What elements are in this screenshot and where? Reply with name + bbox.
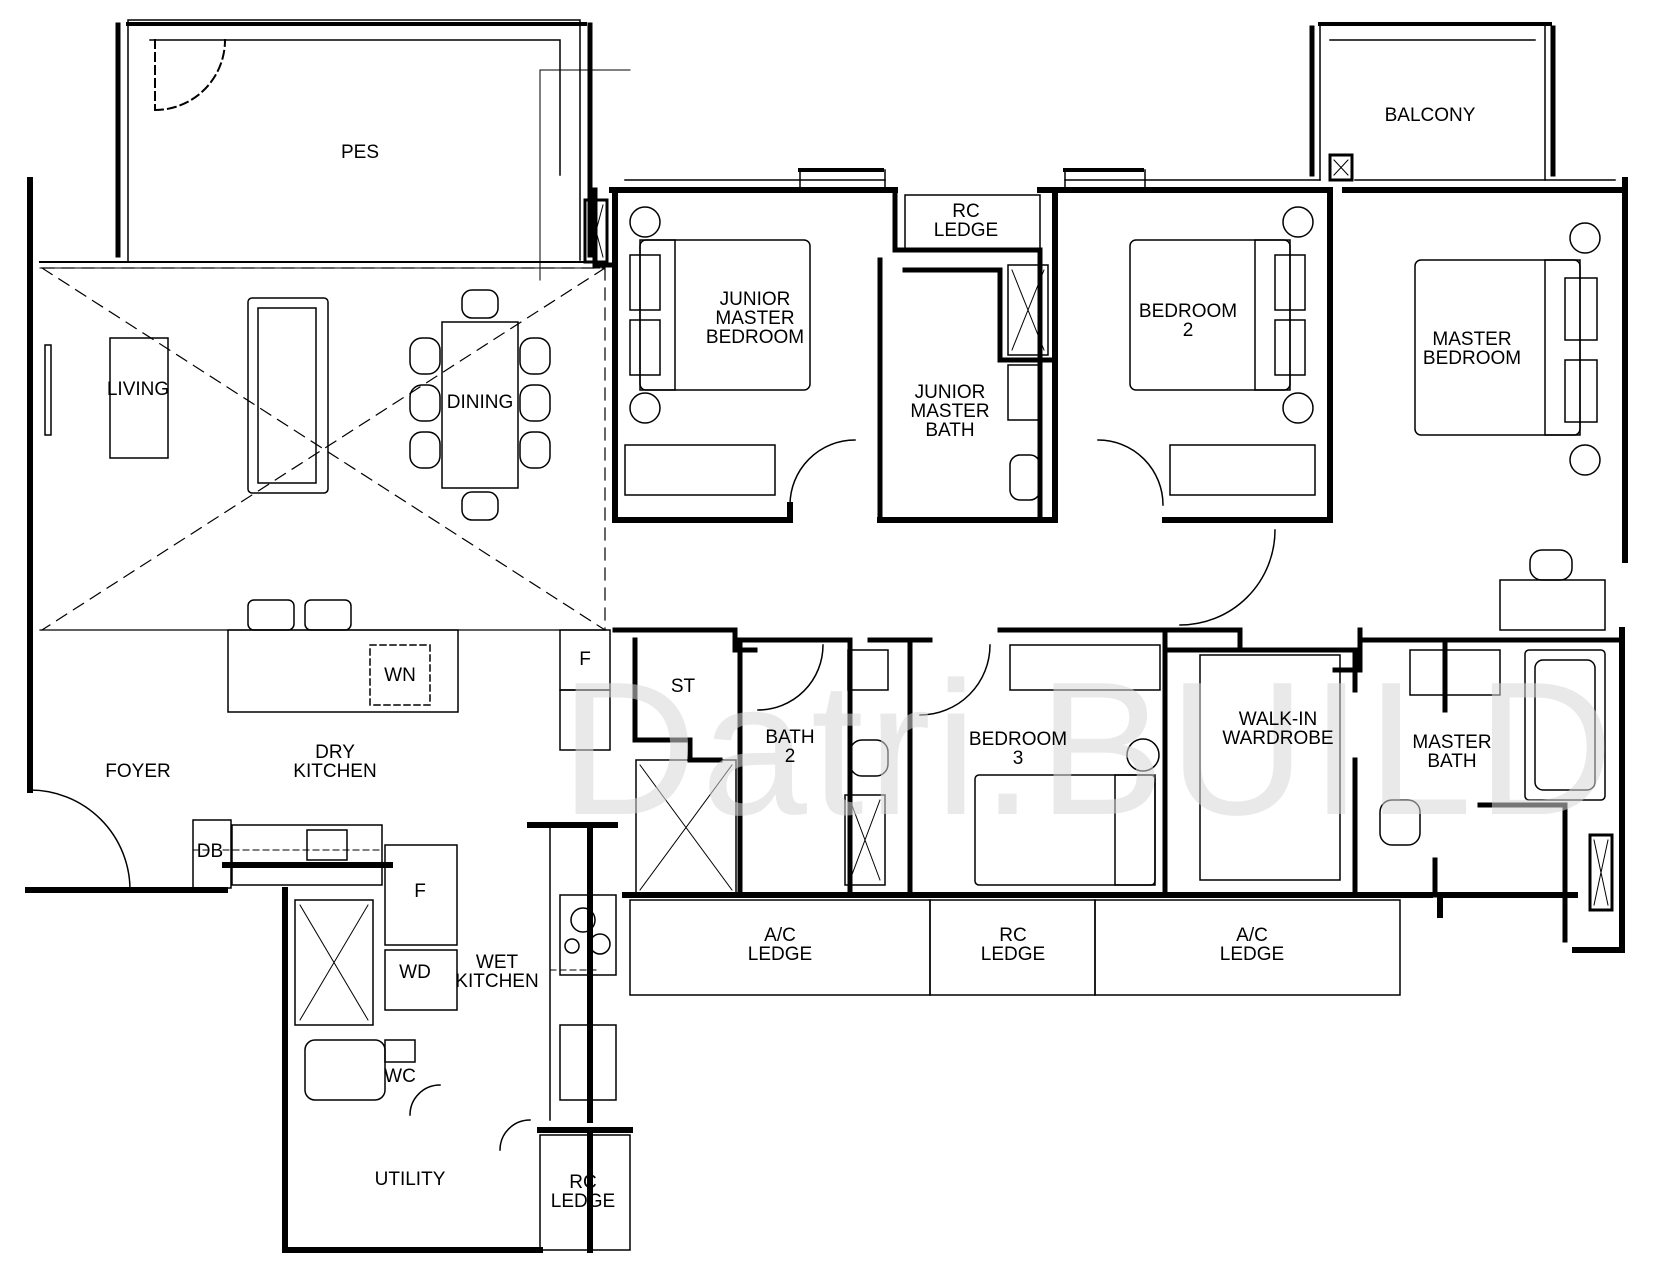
- exterior-walls: [25, 177, 1628, 1253]
- label-wd: WD: [399, 962, 431, 983]
- interior-walls: [592, 187, 1625, 943]
- furniture: [44, 194, 1606, 1251]
- label-db: DB: [196, 841, 224, 862]
- label-fridge-2: F: [414, 881, 426, 902]
- windows: [624, 168, 1616, 193]
- label-living: LIVING: [106, 379, 170, 400]
- label-balcony: BALCONY: [1384, 105, 1476, 126]
- pes-railing: [115, 19, 631, 281]
- label-pes: PES: [340, 142, 380, 163]
- pes-door: [153, 38, 227, 112]
- label-utility: UTILITY: [374, 1169, 446, 1190]
- label-wc: WC: [384, 1066, 416, 1087]
- balcony-railing: [1309, 22, 1556, 181]
- doors: [29, 439, 1276, 1151]
- watermark: Datri.BUILD: [560, 643, 1618, 855]
- label-fridge-1: F: [579, 649, 591, 670]
- label-wn: WN: [384, 665, 416, 686]
- columns: [583, 153, 1614, 912]
- label-foyer: FOYER: [105, 761, 171, 782]
- label-dining: DINING: [446, 392, 514, 413]
- label-store: ST: [670, 676, 696, 697]
